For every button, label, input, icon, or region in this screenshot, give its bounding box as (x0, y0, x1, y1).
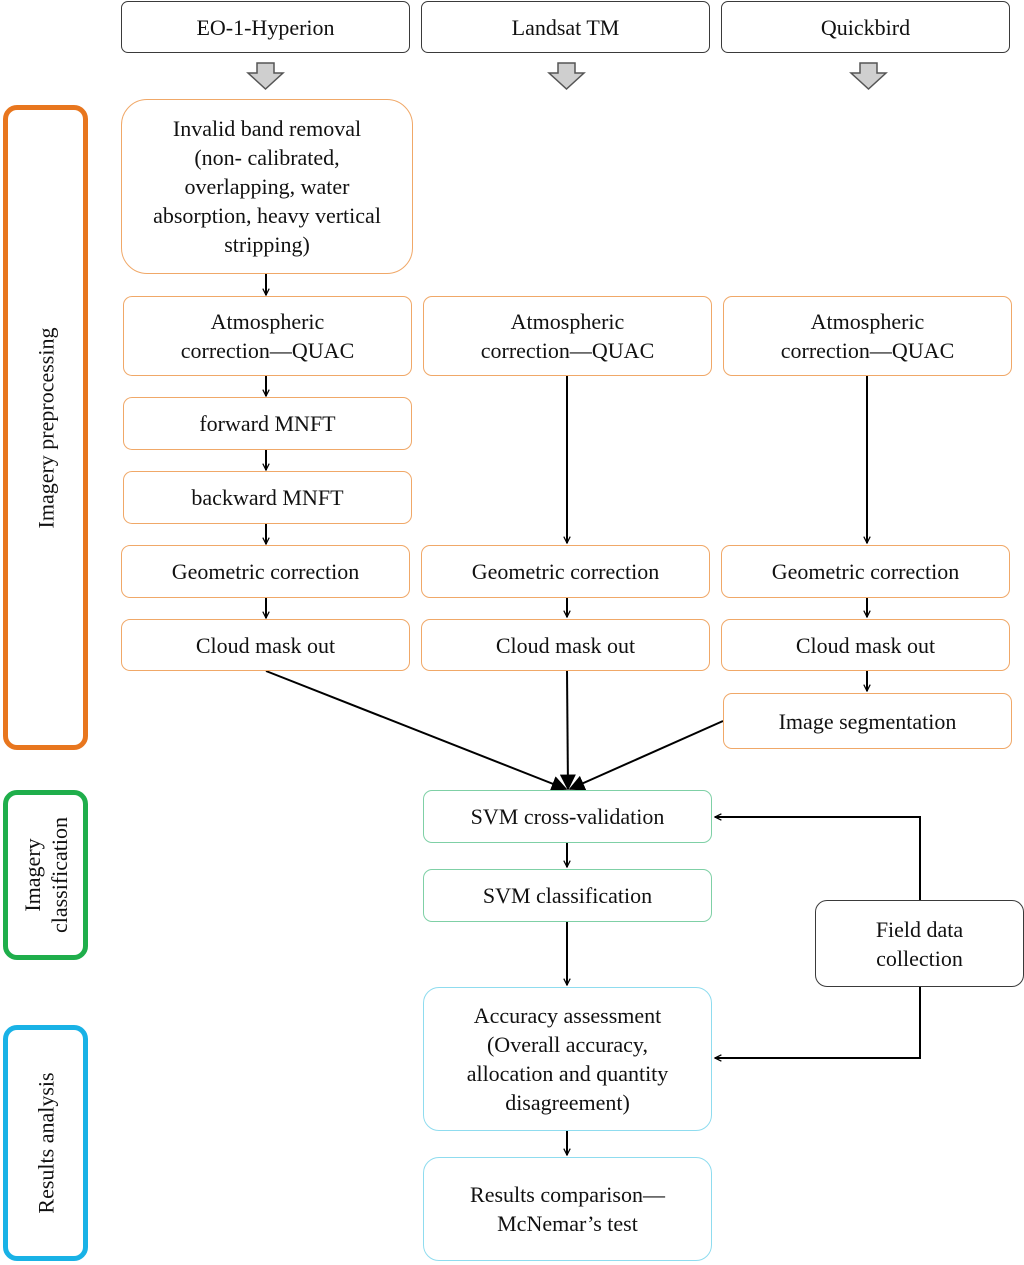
step-landsat-atmospheric-correction: Atmospheric correction—QUAC (423, 296, 712, 376)
arrow-field-to-accuracy (715, 987, 921, 1058)
source-hyperion-block-arrow (246, 62, 285, 91)
phase-imagery-classification: Imagery classification (3, 790, 88, 960)
phase-label-preprocessing: Imagery preprocessing (33, 327, 58, 528)
step-quickbird-atmospheric-correction: Atmospheric correction—QUAC (723, 296, 1012, 376)
step-results-comparison: Results comparison— McNemar’s test (423, 1157, 712, 1261)
step-quickbird-geometric-correction: Geometric correction (721, 545, 1010, 598)
source-landsat-block-arrow (547, 62, 586, 91)
step-landsat-geometric-correction: Geometric correction (421, 545, 710, 598)
source-landsat: Landsat TM (421, 1, 710, 53)
arrow-field-to-svm-cv (715, 817, 921, 900)
source-quickbird: Quickbird (721, 1, 1010, 53)
source-hyperion: EO-1-Hyperion (121, 1, 410, 53)
source-quickbird-block-arrow (849, 62, 888, 91)
arrow-hyperion-to-svm-cv (265, 670, 568, 792)
step-image-segmentation: Image segmentation (723, 693, 1012, 749)
step-forward-mnft: forward MNFT (123, 397, 412, 450)
step-accuracy-assessment: Accuracy assessment (Overall accuracy, a… (423, 987, 712, 1131)
phase-imagery-preprocessing: Imagery preprocessing (3, 105, 88, 750)
step-svm-cross-validation: SVM cross-validation (423, 790, 712, 843)
step-quickbird-cloud-mask: Cloud mask out (721, 619, 1010, 671)
arrow-landsat-to-svm-cv (559, 670, 576, 791)
step-svm-classification: SVM classification (423, 869, 712, 922)
step-landsat-cloud-mask: Cloud mask out (421, 619, 710, 671)
phase-label-classification: Imagery classification (19, 816, 72, 934)
step-invalid-band-removal: Invalid band removal (non- calibrated, o… (121, 99, 413, 274)
arrow-quickbird-to-svm-cv (568, 720, 724, 791)
step-backward-mnft: backward MNFT (123, 471, 412, 524)
field-data-collection: Field data collection (815, 900, 1024, 987)
step-hyperion-geometric-correction: Geometric correction (121, 545, 410, 598)
phase-results-analysis: Results analysis (3, 1025, 88, 1261)
step-hyperion-cloud-mask: Cloud mask out (121, 619, 410, 671)
step-hyperion-atmospheric-correction: Atmospheric correction—QUAC (123, 296, 412, 376)
phase-label-results: Results analysis (33, 1072, 58, 1214)
